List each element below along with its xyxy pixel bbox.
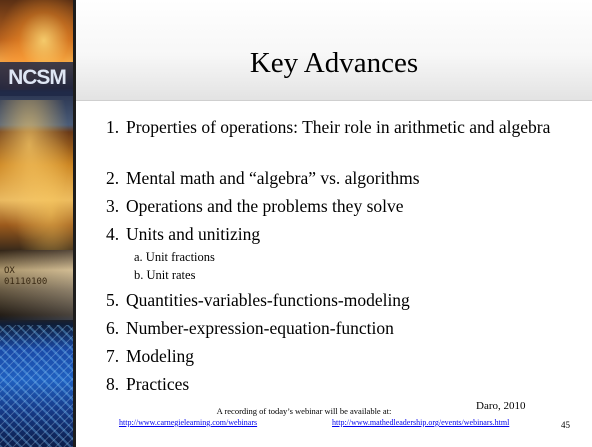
list-item: 8. Practices — [106, 374, 189, 395]
digits-image — [0, 250, 73, 320]
list-item-text: Units and unitizing — [126, 224, 261, 244]
list-item-number: 3. — [106, 196, 120, 216]
list-item-text: Modeling — [126, 346, 195, 366]
list-item-number: 2. — [106, 168, 120, 188]
title-band — [76, 0, 592, 101]
list-item-text: Number-expression-equation-function — [126, 318, 394, 338]
list-item: 4. Units and unitizing — [106, 224, 260, 245]
carnegie-webinars-link[interactable]: http://www.carnegielearning.com/webinars — [119, 418, 258, 427]
credit-text: Daro, 2010 — [476, 400, 526, 412]
sub-list-item: a. Unit fractions — [134, 250, 215, 264]
recording-note: A recording of today’s webinar will be a… — [0, 406, 592, 416]
decorative-side-strip — [0, 0, 73, 447]
list-item-text: Practices — [126, 374, 190, 394]
list-item: 3. Operations and the problems they solv… — [106, 196, 404, 217]
list-item-number: 1. — [106, 117, 120, 137]
flame-image — [0, 100, 73, 250]
list-item-text: Mental math and “algebra” vs. algorithms — [126, 168, 420, 188]
globe-image — [0, 325, 73, 447]
list-item-text: Operations and the problems they solve — [126, 196, 404, 216]
page-number: 45 — [561, 420, 570, 430]
ncsm-logo: NCSM — [8, 66, 67, 89]
logo-band — [0, 62, 73, 96]
list-item-text: Properties of operations: Their role in … — [126, 117, 551, 137]
list-item: 6. Number-expression-equation-function — [106, 318, 394, 339]
list-item: 7. Modeling — [106, 346, 194, 367]
slide-title: Key Advances — [249, 47, 419, 79]
list-item-number: 5. — [106, 290, 120, 310]
sub-list-item: b. Unit rates — [134, 268, 196, 282]
recording-note-text: A recording of today’s webinar will be a… — [216, 406, 392, 416]
list-item: 2. Mental math and “algebra” vs. algorit… — [106, 168, 420, 189]
digits-decoration: OX 01110100 — [4, 266, 48, 287]
list-item-number: 4. — [106, 224, 120, 244]
list-item-number: 7. — [106, 346, 120, 366]
list-item-number: 8. — [106, 374, 120, 394]
mathedleadership-webinars-link[interactable]: http://www.mathedleadership.org/events/w… — [332, 418, 510, 427]
vertical-separator — [73, 0, 76, 447]
list-item: 5. Quantities-variables-functions-modeli… — [106, 290, 410, 311]
list-item-text: Quantities-variables-functions-modeling — [126, 290, 410, 310]
list-item: 1. Properties of operations: Their role … — [106, 117, 550, 138]
list-item-number: 6. — [106, 318, 120, 338]
